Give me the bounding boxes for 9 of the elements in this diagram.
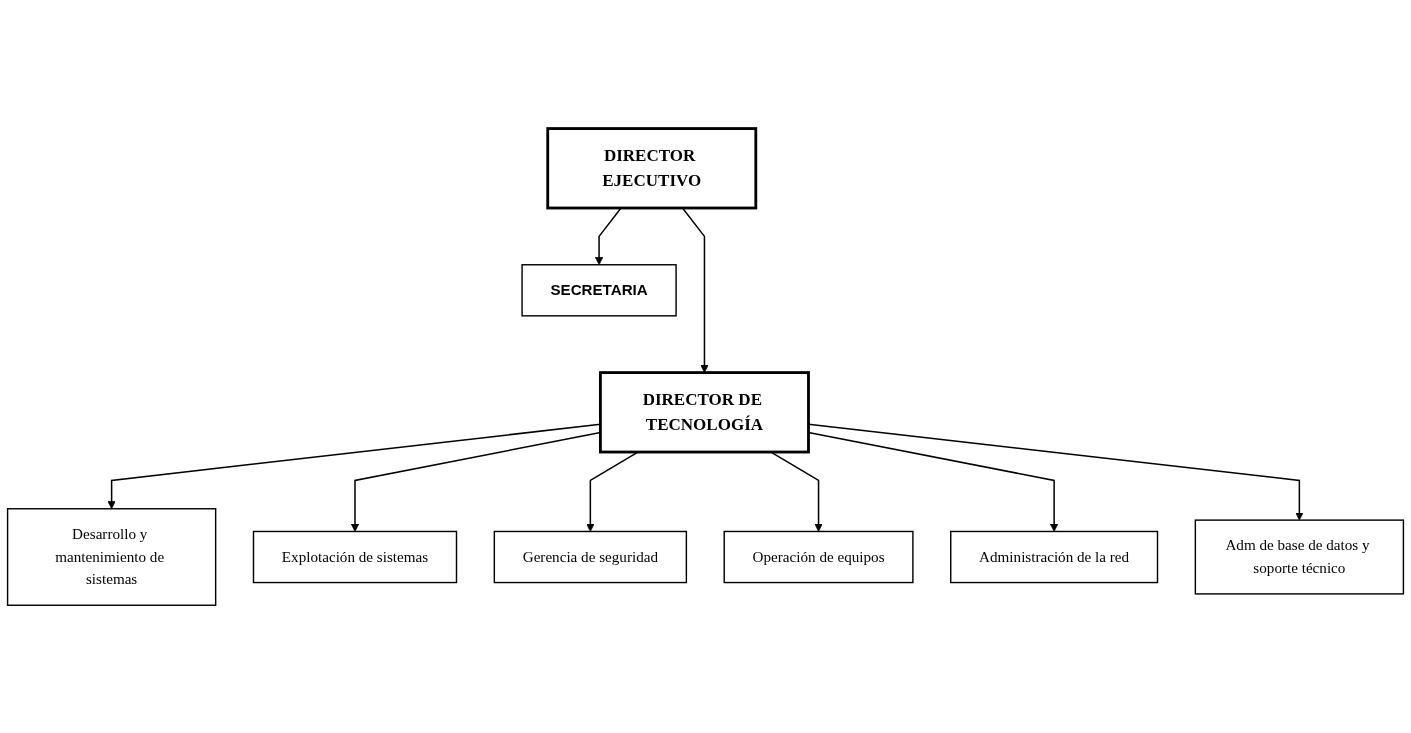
node-box: SECRETARIA [521,263,677,317]
node-box: Explotación de sistemas [252,530,458,583]
node-box: Gerencia de seguridad [493,530,688,583]
node-box: Desarrollo y mantenimiento de sistemas [6,507,217,606]
node-box: Administración de la red [950,530,1159,583]
node-box: Operación de equipos [723,530,914,583]
node-box: DIRECTOR EJECUTIVO [546,126,758,210]
node-box: DIRECTOR DE TECNOLOGÍA [599,370,810,454]
node-box: Adm de base de datos y soporte técnico [1194,519,1405,595]
